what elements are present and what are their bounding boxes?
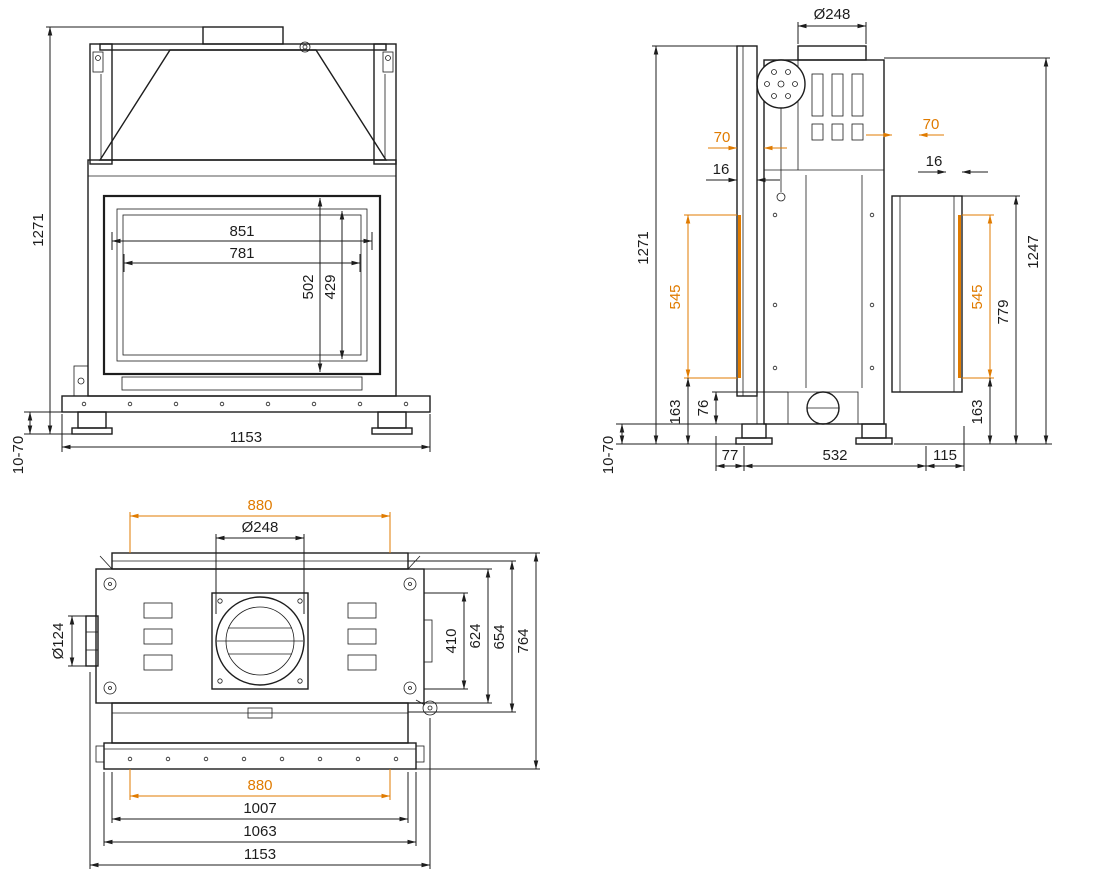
dim-side-top-offset-right: 70 (923, 116, 940, 133)
front-left-foot (77, 411, 107, 429)
dim-side-panel-height: 779 (995, 299, 1012, 324)
dim-side-cladding-left: 545 (667, 284, 684, 309)
top-view-drawing (85, 552, 438, 770)
dim-top-side-outlet-diameter: Ø124 (50, 623, 67, 660)
dim-side-duct-height: 76 (695, 400, 712, 417)
front-view: 1271 851 781 502 429 1153 10-70 (10, 26, 431, 474)
dim-top-cladding-width-front: 880 (247, 777, 272, 794)
dim-front-total-width: 1153 (230, 429, 262, 446)
dim-front-glass-width-inner: 781 (229, 245, 254, 262)
dim-side-panel-gap-right: 16 (926, 153, 943, 170)
dim-side-base-left: 163 (667, 399, 684, 424)
dim-front-total-height: 1271 (30, 213, 47, 246)
dim-front-foot-adjustment: 10-70 (10, 436, 27, 474)
front-view-dimensions: 1271 851 781 502 429 1153 10-70 (10, 26, 431, 474)
dim-front-glass-height-inner: 429 (322, 274, 339, 299)
dim-side-body-height: 1247 (1025, 235, 1042, 268)
top-view: 880 Ø248 Ø124 410 624 654 764 (50, 497, 540, 869)
side-view-drawing (735, 45, 963, 445)
dim-side-flue-diameter: Ø248 (814, 6, 851, 23)
dim-top-body-depth: 624 (467, 623, 484, 648)
dim-side-foot-front: 77 (722, 447, 739, 464)
dim-side-base-right: 163 (969, 399, 986, 424)
dim-top-flue-diameter: Ø248 (242, 519, 279, 536)
dim-side-panel-gap-left: 16 (713, 161, 730, 178)
dim-front-glass-height-outer: 502 (300, 274, 317, 299)
dim-top-cladding-width-rear: 880 (247, 497, 272, 514)
dim-side-total-height: 1271 (635, 231, 652, 264)
dim-front-glass-width-outer: 851 (229, 223, 254, 240)
dim-top-total-depth: 764 (515, 628, 532, 653)
dim-top-frame-width: 1063 (243, 823, 276, 840)
dim-side-cladding-right: 545 (969, 284, 986, 309)
dim-top-total-width: 1153 (244, 846, 276, 863)
side-view: Ø248 70 16 70 16 1271 545 163 (600, 6, 1052, 474)
front-view-drawing (61, 26, 431, 435)
front-right-foot (377, 411, 407, 429)
dim-top-frame-depth: 654 (491, 624, 508, 649)
dim-side-foot-rear: 115 (933, 447, 957, 464)
top-flue-circle (215, 596, 305, 686)
top-view-dimensions: 880 Ø248 Ø124 410 624 654 764 (50, 497, 540, 869)
side-outlet (85, 615, 99, 667)
front-glass-frame (102, 194, 382, 376)
side-view-dimensions: Ø248 70 16 70 16 1271 545 163 (600, 6, 1052, 474)
dim-top-firebox-depth: 410 (443, 628, 460, 653)
dim-top-front-plate-width: 1007 (243, 800, 276, 817)
dim-side-foot-adjustment: 10-70 (600, 436, 617, 474)
dim-side-top-offset-left: 70 (714, 129, 731, 146)
dim-side-foot-span: 532 (822, 447, 847, 464)
